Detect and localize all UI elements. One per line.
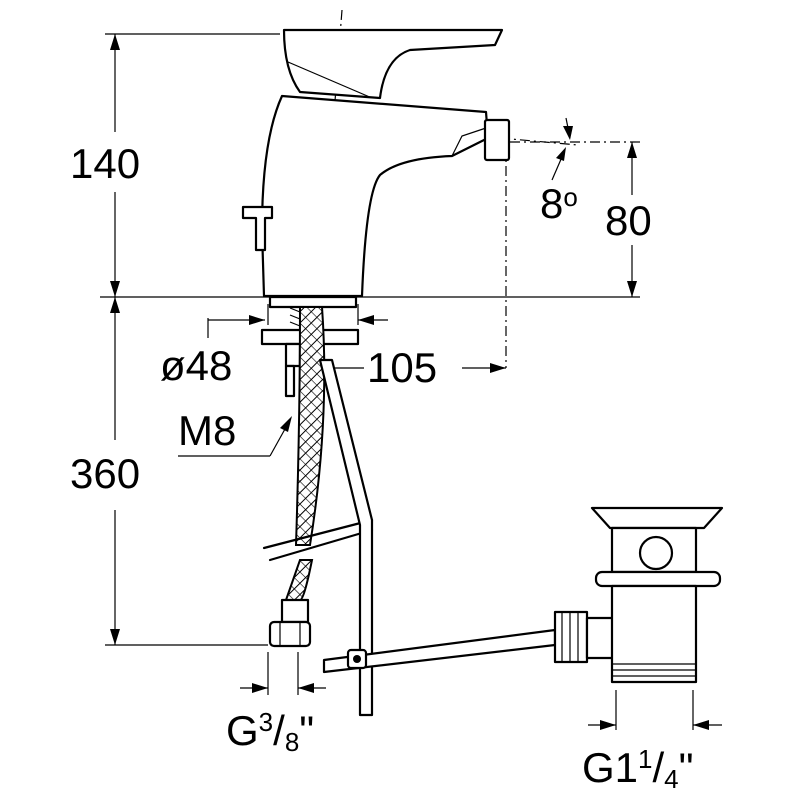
waste-whole: 1 [615, 744, 638, 791]
reach-label: 105 [367, 344, 437, 391]
thread-label: M8 [178, 407, 236, 454]
threads [289, 307, 301, 327]
waste-prefix: G [582, 744, 615, 791]
angle-label: 8o [540, 180, 578, 227]
diameter-label: ø48 [160, 342, 232, 389]
mixer-body [241, 28, 511, 298]
waste-assembly [322, 506, 724, 684]
hose-connection-label: G3/8" [226, 707, 314, 757]
angle-value: 8 [540, 180, 563, 227]
dim-80-label: 80 [605, 197, 652, 244]
waste-slash: / [653, 744, 665, 791]
waste-den: 4 [664, 764, 678, 794]
dim-360-label: 360 [70, 450, 140, 497]
hose-suffix: " [299, 707, 314, 754]
drain-threads [612, 663, 696, 677]
angle-unit: o [563, 182, 577, 212]
hose-prefix: G [226, 707, 259, 754]
hose-slash: / [273, 707, 285, 754]
dim-140-label: 140 [70, 140, 140, 187]
waste-suffix: " [679, 744, 694, 791]
hose-num: 3 [259, 707, 273, 737]
waste-num: 1 [638, 744, 652, 774]
hose-den: 8 [285, 727, 299, 757]
base-assembly [260, 295, 374, 717]
waste-connection-label: G11/4" [582, 744, 694, 794]
